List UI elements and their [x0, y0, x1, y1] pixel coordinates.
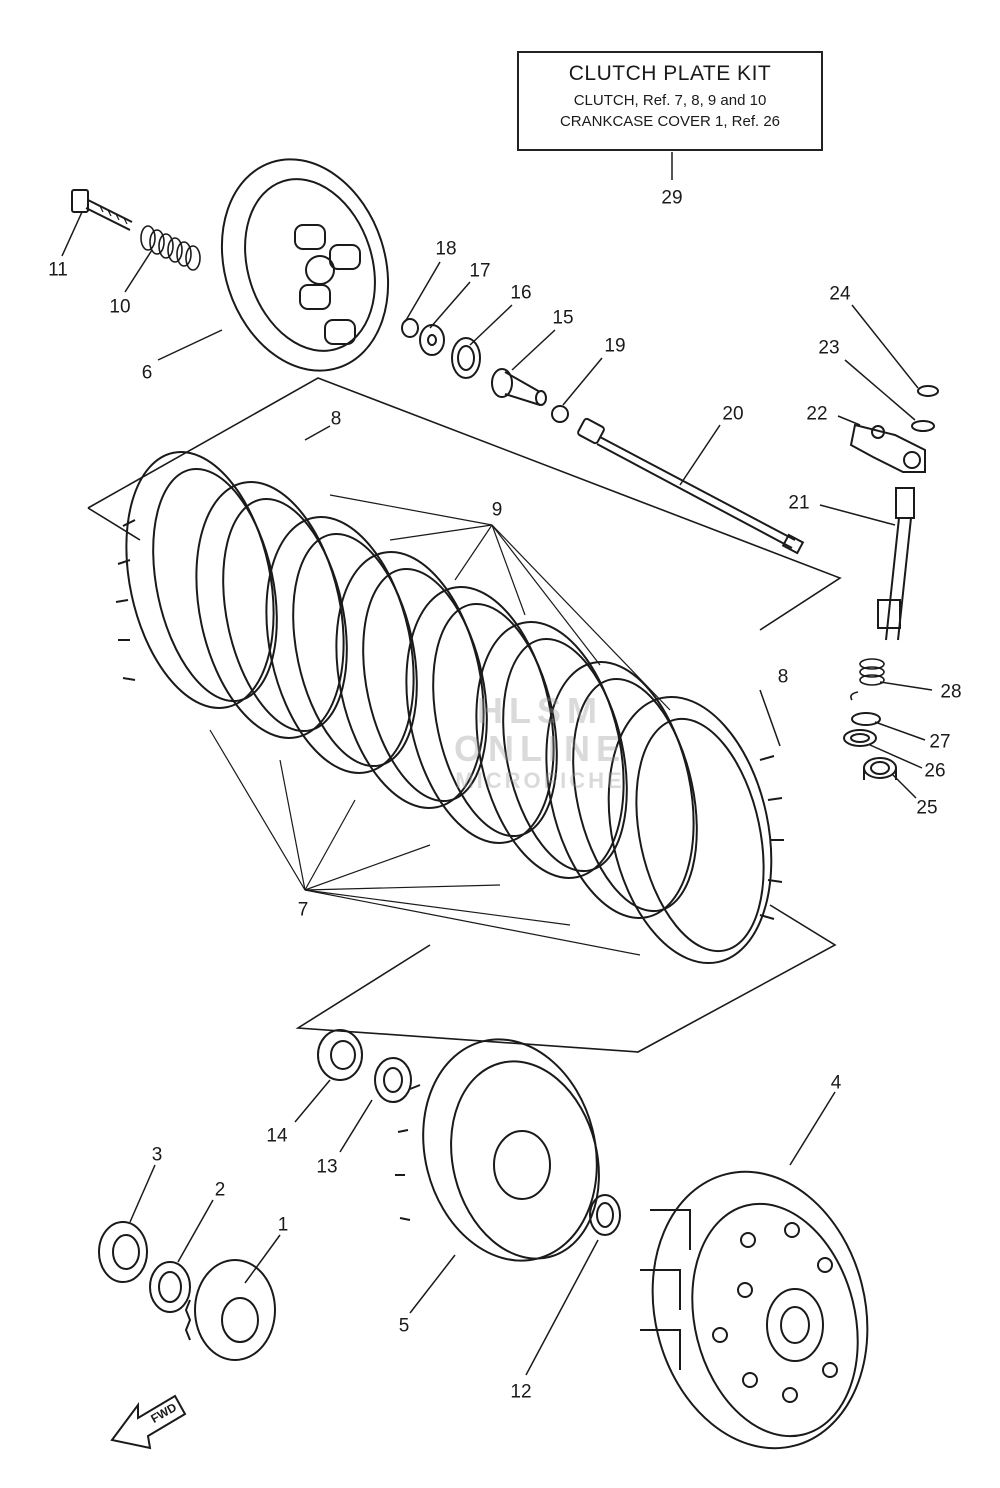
callout-1: 1 [277, 1214, 289, 1236]
leaders-ref-9 [329, 494, 671, 711]
callout-10: 10 [109, 296, 131, 318]
callout-19: 19 [604, 335, 626, 357]
callout-7: 7 [297, 899, 309, 921]
push-lever-22 [849, 423, 926, 473]
washer-2 [149, 1261, 191, 1313]
circlip-27 [851, 712, 881, 726]
fwd-arrow-icon [110, 1394, 187, 1450]
callout-26: 26 [924, 760, 946, 782]
plates-bottom-frame [295, 904, 837, 1053]
callout-16: 16 [510, 282, 532, 304]
callout-28: 28 [940, 681, 962, 703]
callout-9: 9 [491, 499, 503, 521]
clutch-spring [140, 225, 201, 271]
callout-13: 13 [316, 1156, 338, 1178]
callout-12: 12 [510, 1381, 532, 1403]
bearing-16 [451, 337, 481, 379]
callout-4: 4 [830, 1072, 842, 1094]
callout-23: 23 [818, 337, 840, 359]
push-rod-20 [577, 417, 805, 555]
clutch-plate-kit-box: CLUTCH PLATE KIT CLUTCH, Ref. 7, 8, 9 an… [517, 51, 823, 151]
watermark-line3: MICROFICHE [455, 768, 625, 793]
collar-12 [589, 1194, 621, 1236]
callout-8-upper: 8 [330, 408, 342, 430]
ball-19 [551, 405, 569, 423]
callout-3: 3 [151, 1144, 163, 1166]
callout-8-lower: 8 [777, 666, 789, 688]
callout-15: 15 [552, 307, 574, 329]
kit-title: CLUTCH PLATE KIT [568, 62, 772, 85]
washer-23 [911, 420, 935, 432]
callout-24: 24 [829, 283, 851, 305]
callout-5: 5 [398, 1315, 410, 1337]
watermark-line1: HLSM [477, 690, 603, 731]
push-rod-15 [491, 368, 547, 406]
spring-28 [850, 658, 885, 701]
watermark: HLSM ONLINE MICROFICHE [375, 690, 705, 794]
callout-2: 2 [214, 1179, 226, 1201]
primary-drive-gear-1 [184, 1259, 276, 1361]
callout-20: 20 [722, 403, 744, 425]
clutch-bolt [71, 189, 133, 231]
callout-21: 21 [788, 492, 810, 514]
callout-14: 14 [266, 1125, 288, 1147]
clutch-boss [395, 1038, 600, 1262]
callout-29: 29 [661, 187, 683, 209]
push-lever-shaft-21 [877, 487, 915, 641]
plates-group-frame [87, 377, 842, 631]
pressure-plate [220, 158, 390, 372]
callout-25: 25 [916, 797, 938, 819]
callout-27: 27 [929, 731, 951, 753]
bearing-25 [863, 757, 897, 780]
clutch-housing [640, 1170, 869, 1450]
callout-18: 18 [435, 238, 457, 260]
leaders-ref-7 [209, 729, 641, 956]
oil-seal-26 [843, 729, 877, 747]
nut-3 [98, 1221, 148, 1283]
circlip-24 [917, 385, 939, 397]
plates-lower-frame [87, 507, 141, 541]
callout-17: 17 [469, 260, 491, 282]
lock-washer-13 [374, 1057, 412, 1103]
washer-17 [419, 324, 445, 356]
callout-22: 22 [806, 403, 828, 425]
clutch-plate-stack [115, 451, 784, 965]
callout-11: 11 [48, 259, 68, 281]
bearing-16-inner [457, 345, 475, 371]
nut-14 [317, 1029, 363, 1081]
circlip-18 [401, 318, 419, 338]
kit-line-clutch: CLUTCH, Ref. 7, 8, 9 and 10 [573, 92, 767, 109]
callout-leaders [61, 152, 933, 1376]
callout-6: 6 [141, 362, 153, 384]
washer-17-hole [427, 334, 437, 346]
watermark-line2: ONLINE [453, 728, 626, 769]
kit-line-crankcase: CRANKCASE COVER 1, Ref. 26 [559, 113, 781, 130]
